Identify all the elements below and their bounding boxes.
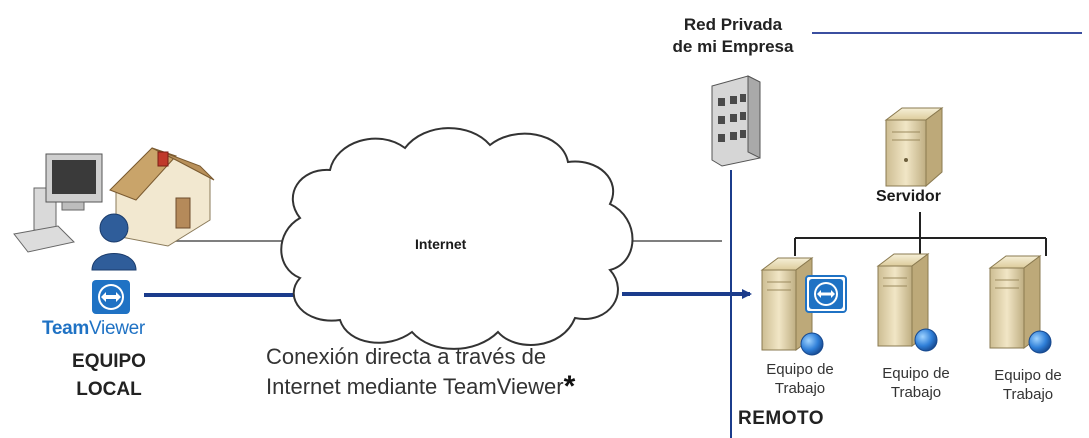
server-tree-lines [794,212,1047,256]
teamviewer-brand-rest: Viewer [89,318,145,339]
workstation-label-line1: Equipo de [994,367,1062,384]
connection-line1: Conexión directa a través de [266,344,547,369]
network-title-line1: Red Privada [683,15,783,34]
globe-icon [800,332,824,356]
local-title: EQUIPO LOCAL [44,348,174,404]
workstation-label-line2: Trabajo [774,380,826,397]
internet-label: Internet [415,236,467,252]
cloud-icon [280,127,634,350]
house-icon [109,147,215,247]
remote-label: REMOTO [738,408,825,429]
teamviewer-logo-icon [805,275,847,313]
office-building-icon [711,75,761,167]
teamviewer-brand-bold: Team [42,318,90,339]
asterisk-mark: * [563,370,576,403]
globe-icon [914,328,938,352]
workstation-label: Equipo de Trabajo [866,364,966,402]
workstation-label-line1: Equipo de [882,365,950,382]
connection-caption: Conexión directa a través de Internet me… [266,342,575,402]
local-title-line1: EQUIPO [72,351,146,372]
user-icon [91,213,137,271]
network-title: Red Privada de mi Empresa [668,14,798,58]
teamviewer-brand: TeamViewer [42,318,145,340]
network-title-line2: de mi Empresa [672,37,794,56]
workstation-label: Equipo de Trabajo [978,366,1078,404]
server-label: Servidor [876,188,941,205]
workstation-server-icon [876,253,930,347]
globe-icon [1028,330,1052,354]
workstation-label-line2: Trabajo [1002,386,1054,403]
workstation-label: Equipo de Trabajo [750,360,850,398]
server-icon [884,107,944,188]
workstation-label-line2: Trabajo [890,384,942,401]
local-title-line2: LOCAL [76,379,142,400]
workstation-label-line1: Equipo de [766,361,834,378]
workstation-server-icon [988,255,1042,349]
computer-icon [13,153,103,253]
connection-line2: Internet mediante TeamViewer [266,374,564,399]
teamviewer-logo-icon [92,280,130,314]
